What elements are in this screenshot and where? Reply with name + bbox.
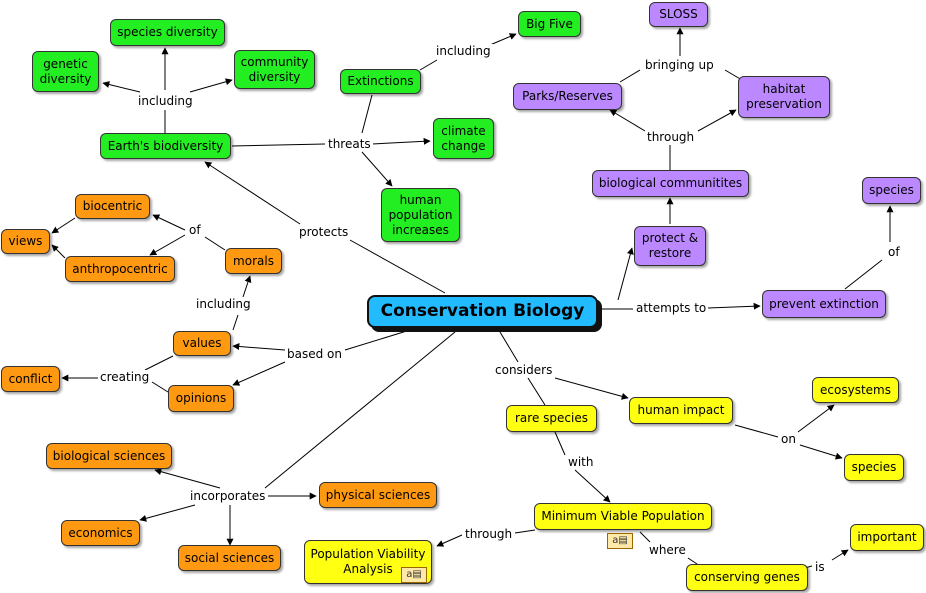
node-species-diversity[interactable]: species diversity — [110, 19, 225, 46]
node-opinions[interactable]: opinions — [168, 385, 234, 412]
link-including-top: including — [136, 94, 195, 108]
node-economics[interactable]: economics — [61, 520, 140, 546]
link-of-species: of — [886, 245, 902, 259]
link-where: where — [647, 543, 688, 557]
link-through-top: through — [645, 130, 697, 144]
node-views[interactable]: views — [1, 229, 50, 254]
node-species-top[interactable]: species — [862, 177, 921, 204]
node-physical-sciences[interactable]: physical sciences — [319, 482, 437, 508]
node-biological-communities[interactable]: biological communitites — [592, 170, 749, 197]
resource-icon[interactable]: a▤ — [401, 567, 427, 583]
link-attempts-to: attempts to — [634, 301, 709, 315]
link-of-morals: of — [187, 223, 203, 237]
node-prevent-extinction[interactable]: prevent extinction — [762, 290, 886, 318]
node-morals[interactable]: morals — [225, 248, 282, 274]
node-habitat-preservation[interactable]: habitat preservation — [738, 76, 830, 118]
link-through-bottom: through — [463, 527, 515, 541]
link-with: with — [566, 455, 596, 469]
link-considers: considers — [493, 363, 555, 377]
node-conservation-biology[interactable]: Conservation Biology — [367, 295, 598, 328]
link-bringing-up: bringing up — [643, 58, 716, 72]
node-biocentric[interactable]: biocentric — [75, 194, 150, 219]
node-anthropocentric[interactable]: anthropocentric — [65, 256, 175, 282]
link-protects: protects — [297, 225, 351, 239]
node-earths-biodiversity[interactable]: Earth's biodiversity — [100, 133, 231, 159]
node-social-sciences[interactable]: social sciences — [178, 545, 281, 571]
node-protect-restore[interactable]: protect & restore — [634, 226, 706, 266]
node-ecosystems[interactable]: ecosystems — [812, 377, 899, 403]
node-minimum-viable-population[interactable]: Minimum Viable Population — [534, 503, 712, 530]
node-climate-change[interactable]: climate change — [433, 118, 494, 159]
link-incorporates: incorporates — [188, 489, 268, 503]
node-big-five[interactable]: Big Five — [518, 11, 581, 37]
node-rare-species[interactable]: rare species — [506, 405, 597, 432]
node-conflict[interactable]: conflict — [1, 366, 60, 392]
link-including-extinctions: including — [434, 44, 493, 58]
link-on: on — [779, 432, 798, 446]
node-conserving-genes[interactable]: conserving genes — [686, 564, 808, 591]
node-species-bottom[interactable]: species — [844, 454, 904, 481]
node-genetic-diversity[interactable]: genetic diversity — [32, 51, 99, 92]
node-population-viability-analysis[interactable]: Population Viability Analysis — [304, 540, 432, 584]
node-values[interactable]: values — [173, 331, 231, 356]
link-is: is — [813, 560, 827, 574]
node-human-population-increases[interactable]: human population increases — [381, 188, 460, 242]
node-extinctions[interactable]: Extinctions — [340, 69, 421, 94]
link-threats: threats — [326, 137, 373, 151]
node-parks-reserves[interactable]: Parks/Reserves — [513, 83, 622, 110]
node-important[interactable]: important — [850, 524, 924, 551]
link-based-on: based on — [285, 347, 344, 361]
node-sloss[interactable]: SLOSS — [649, 2, 708, 27]
resource-icon[interactable]: a▤ — [607, 533, 633, 549]
link-including-values: including — [194, 297, 253, 311]
node-biological-sciences[interactable]: biological sciences — [46, 443, 172, 469]
node-human-impact[interactable]: human impact — [629, 397, 733, 424]
node-community-diversity[interactable]: community diversity — [234, 50, 315, 89]
link-creating: creating — [98, 370, 152, 384]
